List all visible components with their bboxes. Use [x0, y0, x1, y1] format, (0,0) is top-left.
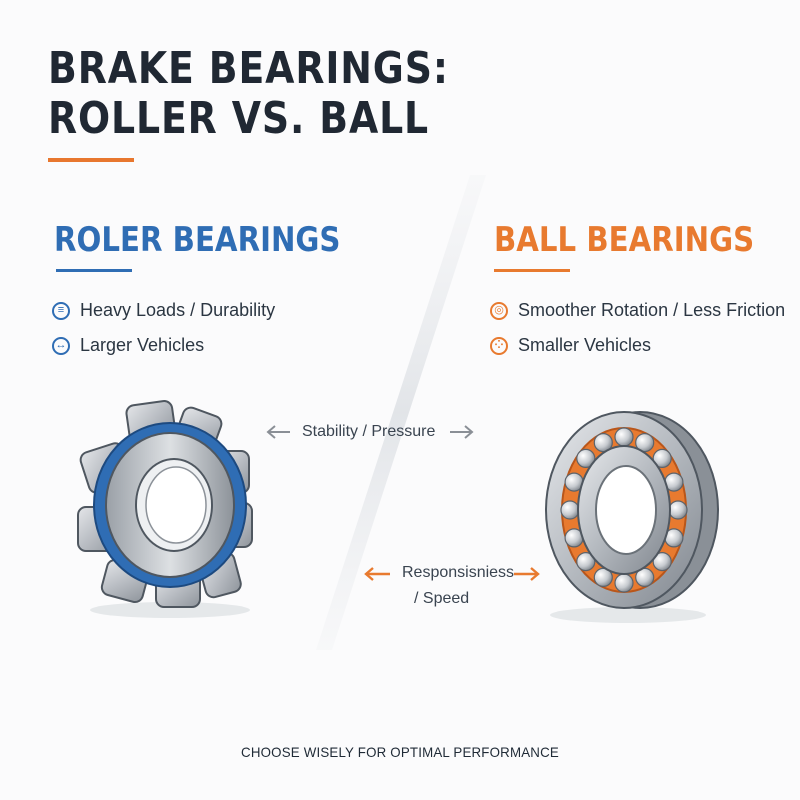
ball-element — [576, 552, 596, 572]
responsiveness-label-line-1: Responsisniess — [402, 564, 515, 581]
gauge-icon: ≡ — [52, 301, 70, 320]
title-line-1: BRAKE BEARINGS: — [48, 43, 449, 94]
ball-element — [668, 500, 688, 520]
ball-bore — [595, 465, 657, 555]
ball-element — [652, 448, 672, 469]
ball-element — [614, 573, 634, 593]
ball-feature-2-text: Smaller Vehicles — [518, 335, 652, 355]
ball-feature-1: ◎ Smoother Rotation / Less Friction — [490, 300, 785, 321]
ball-bearing-illustration — [545, 411, 719, 623]
stability-arrows — [266, 425, 474, 439]
ball-feature-2: ⁘ Smaller Vehicles — [490, 335, 651, 356]
roller-heading-underline — [56, 269, 132, 272]
roller-shadow — [90, 602, 250, 618]
roller-bore-inner — [145, 466, 207, 544]
rotation-target-icon: ◎ — [490, 301, 508, 320]
ball-element — [614, 427, 634, 447]
roller-heading: ROLER BEARINGS — [54, 220, 341, 260]
title-underline — [48, 158, 134, 162]
ball-element — [576, 448, 596, 469]
ball-feature-1-text: Smoother Rotation / Less Friction — [518, 300, 786, 320]
ball-heading-underline — [494, 269, 570, 272]
roller-feature-2-text: Larger Vehicles — [80, 335, 205, 355]
responsiveness-label-line-2: / Speed — [414, 590, 470, 607]
roller-feature-2: ↔ Larger Vehicles — [52, 335, 204, 356]
vehicle-icon: ↔ — [52, 336, 70, 355]
roller-feature-1: ≡ Heavy Loads / Durability — [52, 300, 275, 321]
dots-grid-icon: ⁘ — [490, 336, 508, 355]
title-line-2: ROLLER VS. BALL — [48, 93, 430, 144]
roller-feature-1-text: Heavy Loads / Durability — [80, 300, 276, 320]
ball-shadow — [550, 607, 706, 623]
footer-tagline: CHOOSE WISELY FOR OPTIMAL PERFORMANCE — [241, 744, 559, 760]
ball-heading: BALL BEARINGS — [494, 220, 755, 260]
ball-element — [560, 500, 580, 520]
page-title: BRAKE BEARINGS: ROLLER VS. BALL — [48, 44, 495, 144]
stability-label: Stability / Pressure — [302, 423, 436, 440]
roller-bearing-illustration — [77, 400, 253, 618]
ball-element — [652, 552, 672, 572]
responsiveness-arrows — [364, 567, 540, 581]
